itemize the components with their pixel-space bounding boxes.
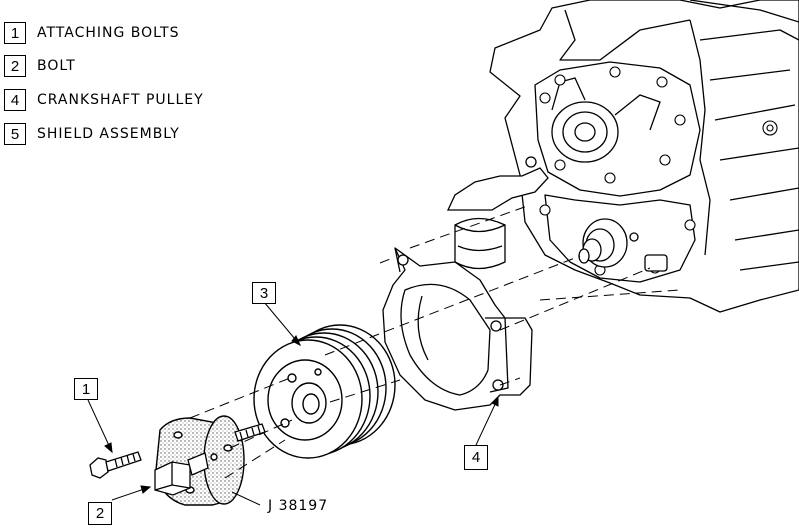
- tool-label: J 38197: [268, 498, 329, 514]
- leader-lines: [87, 301, 499, 506]
- callout-3: 3: [252, 282, 276, 304]
- legend-label: CRANKSHAFT PULLEY: [37, 92, 204, 108]
- legend-label: ATTACHING BOLTS: [37, 25, 180, 41]
- legend-item-crankshaft-pulley: 4 CRANKSHAFT PULLEY: [4, 87, 204, 113]
- crankshaft-nose: [578, 218, 668, 272]
- legend-number-box: 4: [4, 89, 26, 111]
- legend-item-attaching-bolts: 1 ATTACHING BOLTS: [4, 20, 179, 46]
- legend-label: SHIELD ASSEMBLY: [37, 126, 180, 142]
- legend-number-box: 5: [4, 123, 26, 145]
- legend-item-bolt: 2 BOLT: [4, 53, 76, 79]
- oil-filter: [446, 156, 549, 270]
- shield-assembly: [382, 247, 533, 411]
- legend-item-shield-assembly: 5 SHIELD ASSEMBLY: [4, 121, 180, 147]
- crankshaft-pulley: [253, 324, 396, 459]
- alignment-lines: [189, 204, 681, 479]
- legend-number-box: 1: [4, 22, 26, 44]
- tool-bolt: [154, 452, 209, 496]
- callout-1: 1: [74, 378, 98, 400]
- legend-number-box: 2: [4, 55, 26, 77]
- attaching-bolt: [89, 451, 142, 479]
- legend-label: BOLT: [37, 58, 76, 74]
- callout-4: 4: [464, 445, 488, 470]
- callout-2: 2: [88, 502, 112, 525]
- water-pump: [551, 77, 661, 163]
